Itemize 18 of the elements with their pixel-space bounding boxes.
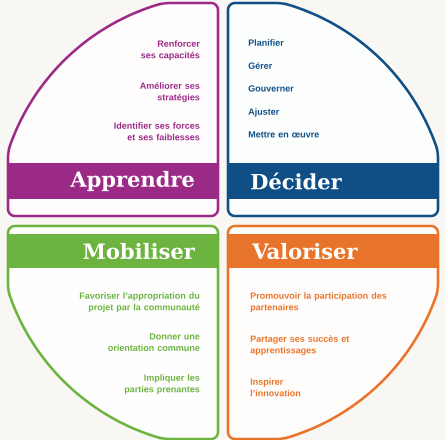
- list-item: Gérer: [248, 62, 272, 69]
- list-item: Mettre en œuvre: [248, 131, 319, 138]
- list-item: Impliquer les parties prenantes: [124, 374, 200, 394]
- list-item: Améliorer ses stratégies: [140, 82, 200, 102]
- list-item: Planifier: [248, 39, 284, 46]
- list-item: Gouverner: [248, 85, 294, 92]
- list-item: Ajuster: [248, 108, 280, 117]
- heading: Valoriser: [252, 242, 358, 260]
- list-item: Identifier ses forces et ses faiblesses: [114, 122, 200, 140]
- heading: Mobiliser: [84, 242, 196, 260]
- heading: Décider: [251, 172, 342, 190]
- list-item: Inspirer l’innovation: [250, 378, 300, 396]
- list-item: Favoriser l’appropriation du projet par la communauté: [80, 292, 200, 312]
- list-item: Renforcer ses capacités: [141, 40, 200, 60]
- heading: Apprendre: [70, 170, 194, 192]
- list-item: Promouvoir la participation des partenaires: [250, 292, 386, 312]
- list-item: Partager ses succès et apprentissages: [250, 335, 350, 356]
- list-item: Donner une orientation commune: [108, 333, 200, 351]
